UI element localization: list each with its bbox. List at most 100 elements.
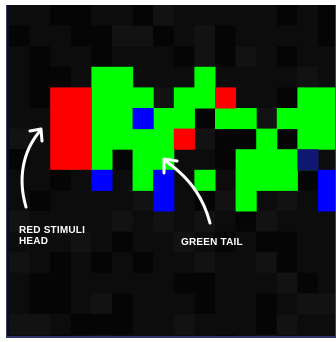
board-texture-cell	[194, 272, 215, 294]
green-tail-cell	[276, 149, 298, 171]
green-tail-cell	[132, 128, 154, 150]
green-tail-cell	[256, 169, 278, 191]
board-texture-cell	[194, 252, 215, 273]
board-texture-cell	[194, 128, 215, 150]
board-texture-cell	[9, 211, 30, 232]
green-tail-cell	[194, 66, 216, 88]
board-texture-cell	[215, 334, 236, 336]
board-texture-cell	[50, 169, 71, 191]
board-texture-cell	[194, 108, 215, 129]
board-texture-cell	[276, 252, 298, 273]
board-texture-cell	[256, 231, 277, 253]
board-texture-cell	[29, 272, 51, 294]
green-tail-cell	[297, 128, 319, 150]
board-texture-cell	[29, 190, 51, 211]
board-texture-cell	[153, 211, 174, 232]
board-texture-cell	[235, 128, 257, 150]
board-texture-cell	[70, 25, 92, 47]
green-tail-cell	[235, 169, 257, 191]
board-texture-cell	[91, 334, 112, 336]
board-texture-cell	[173, 231, 195, 253]
green-tail-cell	[112, 128, 134, 150]
board-texture-cell	[153, 87, 174, 108]
green-tail-cell	[318, 87, 335, 109]
red-cell	[215, 87, 237, 109]
green-tail-cell	[132, 169, 154, 191]
green-tail-cell	[91, 149, 113, 171]
board-texture-cell	[112, 231, 133, 253]
game-board	[6, 5, 336, 338]
board-texture-cell	[297, 293, 318, 314]
green-tail-cell	[194, 87, 216, 109]
board-texture-cell	[112, 293, 133, 314]
green-tail-cell	[112, 108, 134, 130]
board-texture-cell	[194, 25, 215, 47]
green-tail-cell	[112, 87, 134, 109]
board-texture-cell	[132, 252, 154, 273]
board-texture-cell	[112, 211, 133, 232]
board-texture-cell	[297, 169, 318, 191]
board-texture-cell	[256, 252, 277, 273]
board-texture-cell	[256, 108, 277, 129]
board-texture-cell	[194, 293, 215, 314]
board-texture-cell	[297, 272, 318, 294]
board-texture-cell	[29, 46, 51, 67]
board-texture-cell	[91, 25, 112, 47]
board-texture-cell	[215, 149, 236, 170]
board-texture-cell	[91, 46, 112, 67]
board-texture-cell	[91, 293, 112, 314]
board-texture-cell	[276, 5, 298, 26]
board-texture-cell	[50, 66, 71, 88]
red-cell	[173, 128, 195, 150]
green-tail-cell	[215, 108, 237, 130]
dim-blue-cell	[297, 149, 319, 171]
board-texture-cell	[29, 293, 51, 314]
board-texture-cell	[70, 5, 92, 26]
board-texture-cell	[276, 128, 298, 150]
green-tail-cell	[91, 108, 113, 130]
red-stimuli-head-label: RED STIMULI HEAD	[19, 225, 85, 247]
board-texture-cell	[215, 25, 236, 47]
board-texture-cell	[194, 190, 215, 211]
blue-cell	[91, 169, 113, 191]
board-texture-cell	[276, 87, 298, 108]
board-texture-cell	[318, 5, 335, 26]
green-tail-cell	[91, 87, 113, 109]
board-texture-cell	[318, 293, 335, 314]
board-texture-cell	[29, 66, 51, 88]
blue-cell	[153, 190, 175, 212]
board-texture-cell	[173, 272, 195, 294]
board-texture-cell	[318, 25, 335, 47]
board-texture-cell	[112, 25, 133, 47]
green-tail-cell	[276, 169, 298, 191]
grid-layer	[9, 5, 335, 336]
board-texture-cell	[173, 314, 195, 335]
board-texture-cell	[50, 252, 71, 273]
green-tail-cell	[91, 66, 113, 88]
green-tail-cell	[132, 87, 154, 109]
blue-cell	[132, 108, 154, 130]
board-texture-cell	[29, 314, 51, 335]
board-texture-cell	[112, 314, 133, 335]
board-texture-cell	[50, 293, 71, 314]
board-texture-cell	[235, 46, 257, 67]
board-texture-cell	[50, 5, 71, 26]
board-texture-cell	[276, 46, 298, 67]
board-texture-cell	[9, 149, 30, 170]
board-texture-cell	[153, 5, 174, 26]
board-texture-cell	[194, 46, 215, 67]
board-texture-cell	[215, 128, 236, 150]
green-tail-cell	[256, 149, 278, 171]
board-texture-cell	[173, 46, 195, 67]
board-texture-cell	[50, 334, 71, 336]
green-tail-cell	[297, 108, 319, 130]
board-texture-cell	[256, 211, 277, 232]
green-tail-cell	[91, 128, 113, 150]
board-texture-cell	[276, 272, 298, 294]
blue-cell	[318, 169, 335, 191]
board-texture-cell	[297, 66, 318, 88]
board-texture-cell	[256, 334, 277, 336]
red-stimuli-head	[50, 87, 92, 170]
green-tail-cell	[235, 149, 257, 171]
board-texture-cell	[276, 231, 298, 253]
